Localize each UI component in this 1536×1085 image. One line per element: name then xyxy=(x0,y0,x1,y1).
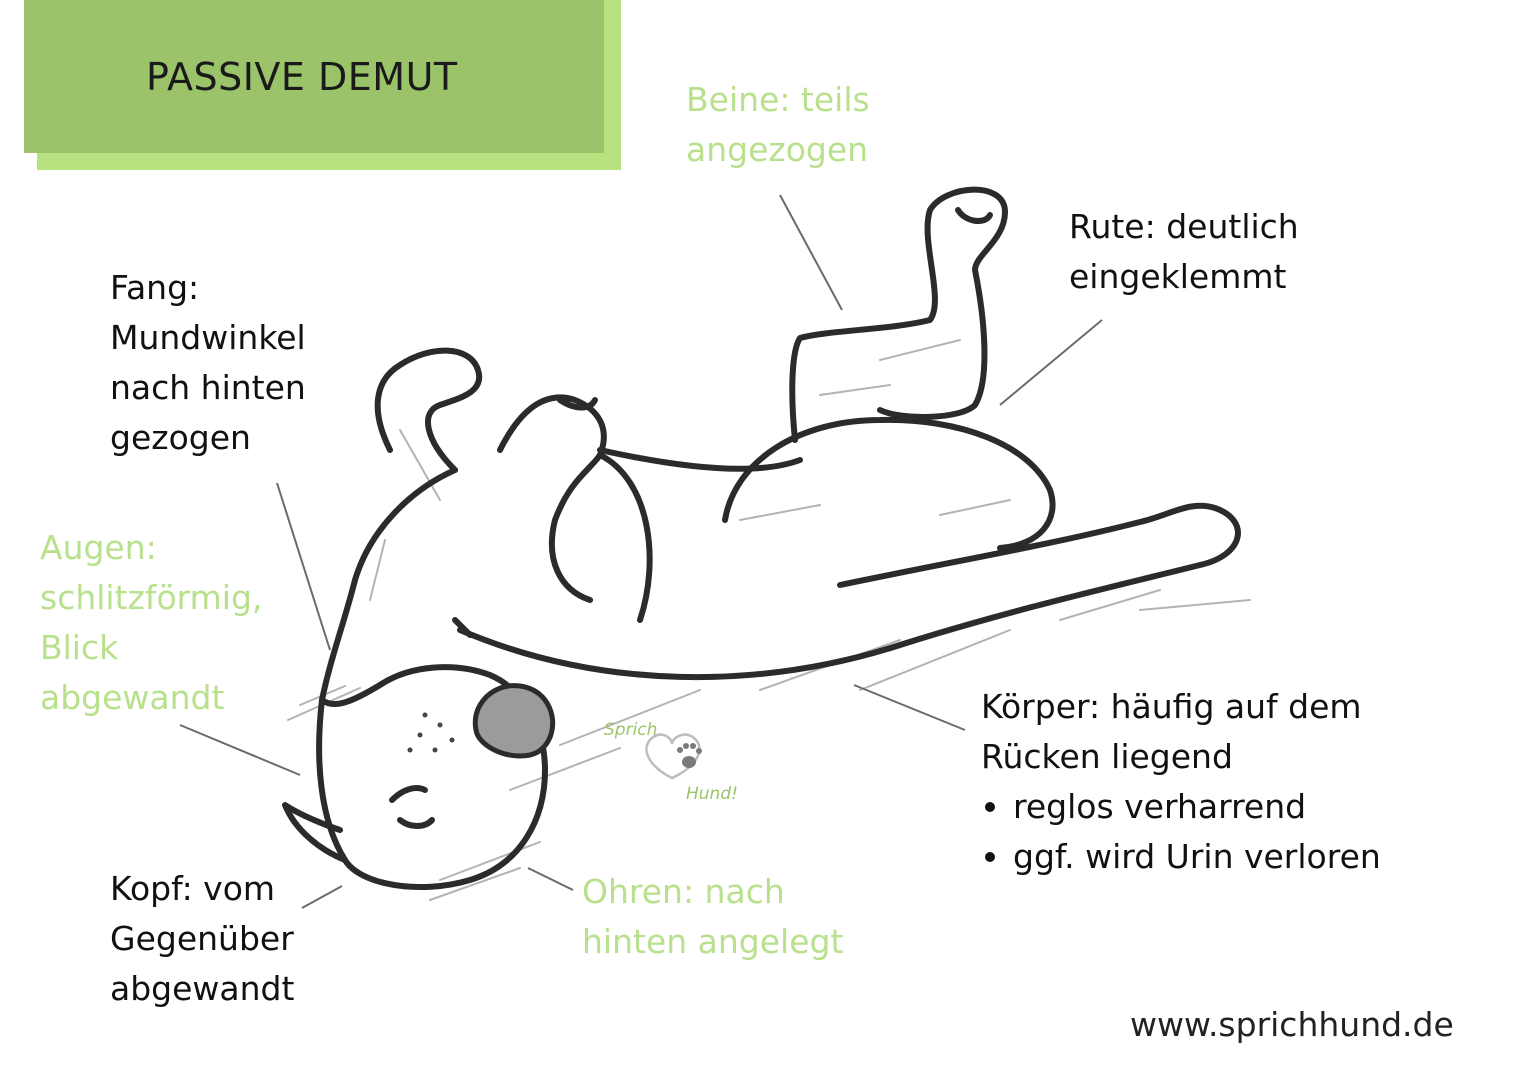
label-augen-line-3: Blick xyxy=(40,628,119,667)
label-beine: Beine: teils angezogen xyxy=(686,75,870,175)
label-fang-line-2: Mundwinkel xyxy=(110,318,306,357)
label-augen: Augen: schlitzförmig, Blick abgewandt xyxy=(40,523,262,723)
label-kopf-line-2: Gegenüber xyxy=(110,919,294,958)
connector-lines xyxy=(179,194,1103,909)
dog-outline xyxy=(282,186,1241,891)
connector-ohren xyxy=(527,867,574,891)
label-augen-line-4: abgewandt xyxy=(40,678,225,717)
label-beine-line-1: Beine: teils xyxy=(686,80,870,119)
label-ohren: Ohren: nach hinten angelegt xyxy=(582,867,843,967)
label-kopf-line-1: Kopf: vom xyxy=(110,869,276,908)
ground-shading xyxy=(287,339,1251,901)
connector-koerper xyxy=(853,684,966,731)
paw-heart-icon xyxy=(645,733,702,780)
label-augen-line-1: Augen: xyxy=(40,528,157,567)
label-rute-line-2: eingeklemmt xyxy=(1069,257,1287,296)
label-fang-line-4: gezogen xyxy=(110,418,251,457)
label-koerper-bullets: reglos verharrend ggf. wird Urin verlore… xyxy=(981,782,1381,882)
label-beine-line-2: angezogen xyxy=(686,130,869,169)
label-rute-line-1: Rute: deutlich xyxy=(1069,207,1299,246)
label-kopf-line-3: abgewandt xyxy=(110,969,295,1008)
connector-kopf xyxy=(301,885,343,909)
label-fang-line-1: Fang: xyxy=(110,268,200,307)
label-koerper: Körper: häufig auf dem Rücken liegend re… xyxy=(981,682,1381,882)
label-koerper-line-1: Körper: häufig auf dem xyxy=(981,687,1362,726)
connector-rute xyxy=(999,319,1103,406)
logo-text-top: Sprich xyxy=(604,720,658,740)
label-kopf: Kopf: vom Gegenüber abgewandt xyxy=(110,864,294,1014)
website-url: www.sprichhund.de xyxy=(1130,1005,1454,1044)
connector-fang xyxy=(276,482,331,651)
bullet-item: reglos verharrend xyxy=(981,782,1381,832)
label-ohren-line-2: hinten angelegt xyxy=(582,922,844,961)
connector-beine xyxy=(779,194,843,311)
label-augen-line-2: schlitzförmig, xyxy=(40,578,263,617)
page-title: PASSIVE DEMUT xyxy=(146,55,458,99)
label-ohren-line-1: Ohren: nach xyxy=(582,872,785,911)
label-rute: Rute: deutlich eingeklemmt xyxy=(1069,202,1299,302)
logo-text-bottom: Hund! xyxy=(686,784,738,804)
logo: Sprich Hund! xyxy=(602,716,752,811)
dog-nose xyxy=(472,683,556,759)
title-banner xyxy=(24,0,604,153)
connector-augen xyxy=(179,724,301,776)
bullet-item: ggf. wird Urin verloren xyxy=(981,832,1381,882)
label-koerper-line-2: Rücken liegend xyxy=(981,737,1233,776)
label-fang-line-3: nach hinten xyxy=(110,368,306,407)
label-fang: Fang: Mundwinkel nach hinten gezogen xyxy=(110,263,306,463)
muzzle-dots xyxy=(407,712,455,753)
